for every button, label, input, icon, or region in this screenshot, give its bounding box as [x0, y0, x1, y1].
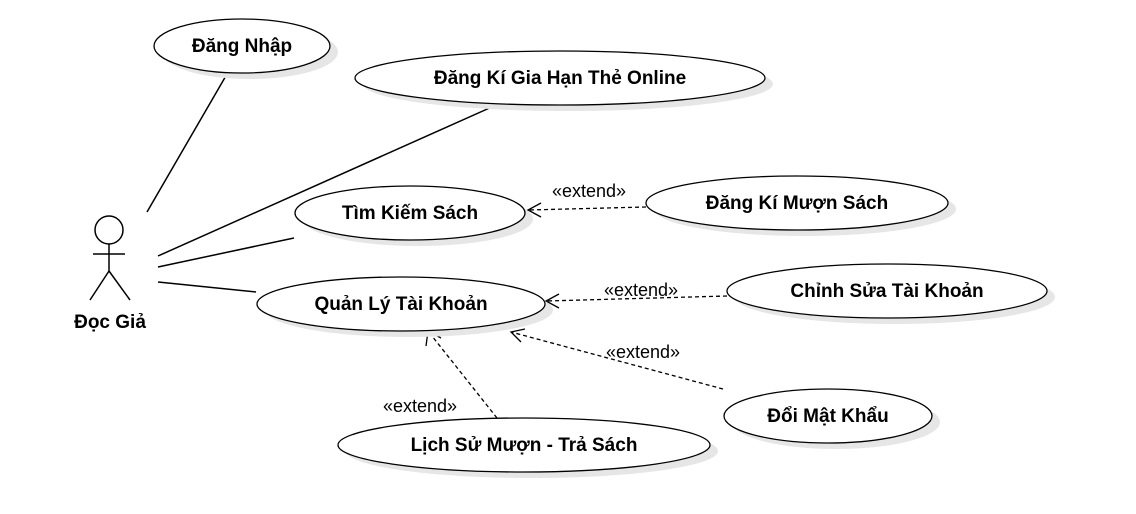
use-case-label: Quản Lý Tài Khoản [314, 294, 487, 315]
association-tim-kiem-sach [157, 237, 295, 268]
extend-dang-ki-muon-sach: «extend» [526, 181, 647, 218]
use-case-dang-nhap[interactable]: Đăng Nhập [153, 18, 338, 79]
use-case-label: Đăng Nhập [192, 36, 292, 57]
use-case-label: Đăng Kí Gia Hạn Thẻ Online [434, 68, 686, 89]
association-dang-ki-gia-han [157, 105, 495, 257]
use-case-label: Đổi Mật Khẩu [767, 406, 888, 427]
extend-label: «extend» [604, 280, 678, 300]
extend-label: «extend» [383, 396, 457, 416]
association-dang-nhap [146, 73, 228, 213]
extend-dependencies: «extend» «extend» «extend» «extend» [383, 181, 728, 419]
use-case-doi-mat-khau[interactable]: Đổi Mật Khẩu [723, 388, 940, 449]
associations [146, 73, 495, 293]
use-case-label: Chỉnh Sửa Tài Khoản [790, 281, 983, 302]
extend-label: «extend» [552, 181, 626, 201]
actor[interactable]: Đọc Giả [74, 215, 146, 333]
use-case-dang-ki-gia-han[interactable]: Đăng Kí Gia Hạn Thẻ Online [354, 50, 773, 111]
extend-doi-mat-khau: «extend» [509, 328, 724, 390]
use-case-chinh-sua-tai-khoan[interactable]: Chỉnh Sửa Tài Khoản [726, 263, 1055, 324]
use-case-label: Tìm Kiếm Sách [342, 203, 478, 224]
extend-chinh-sua-tai-khoan: «extend» [544, 280, 728, 309]
use-case-quan-ly-tai-khoan[interactable]: Quản Lý Tài Khoản [256, 276, 553, 337]
extend-lich-su-muon-tra: «extend» [383, 329, 498, 419]
association-quan-ly-tai-khoan [157, 281, 257, 293]
use-case-label: Lịch Sử Mượn - Trả Sách [411, 435, 638, 456]
use-case-lich-su-muon-tra[interactable]: Lịch Sử Mượn - Trả Sách [337, 417, 718, 478]
actor-name: Đọc Giả [74, 312, 146, 333]
stick-figure-icon [89, 215, 131, 301]
extend-label: «extend» [606, 342, 680, 362]
use-case-dang-ki-muon-sach[interactable]: Đăng Kí Mượn Sách [645, 175, 956, 236]
use-case-label: Đăng Kí Mượn Sách [706, 193, 888, 214]
use-case-tim-kiem-sach[interactable]: Tìm Kiếm Sách [294, 185, 533, 246]
